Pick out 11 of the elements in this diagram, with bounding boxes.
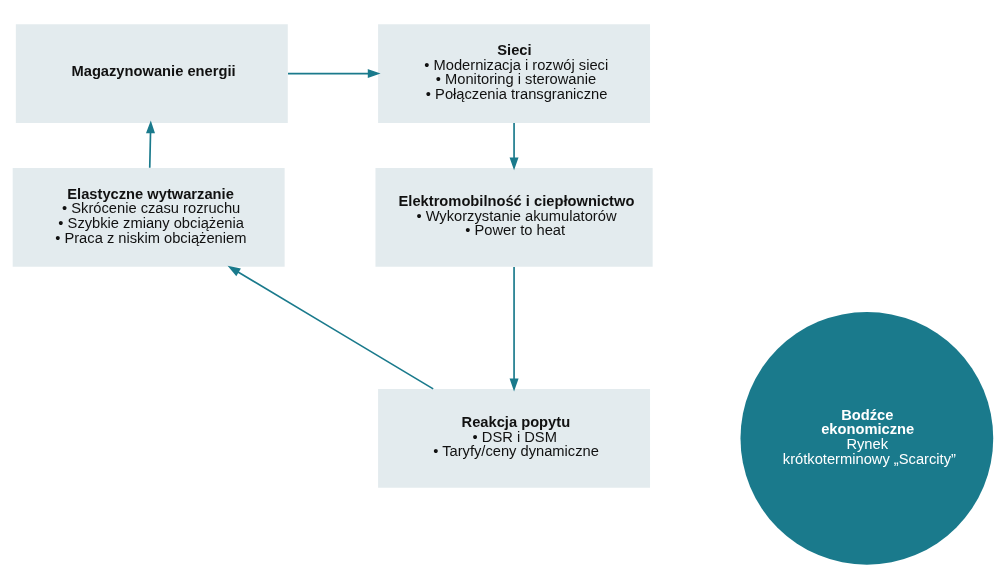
- arrow: [287, 68, 381, 78]
- arrow: [146, 119, 155, 169]
- arrow: [227, 265, 435, 390]
- node-box: Sieci • Modernizacja i rozwój sieci • Monitoring i sterowanie • Połączenia transgraniczne: [378, 23, 651, 123]
- node-box: Magazynowanie energii: [15, 23, 288, 123]
- node-box: Reakcja popytu • DSR i DSM • Taryfy/ceny dynamiczne: [378, 388, 651, 488]
- arrow: [509, 121, 519, 170]
- node-circle: Bodźce ekonomiczne Rynek krótkoterminowy „Scarcity”: [740, 311, 994, 565]
- node-box: Elastyczne wytwarzanie • Skrócenie czasu rozruchu • Szybkie zmiany obciążenia • Praca z niskim obciążeniem: [12, 167, 285, 267]
- arrow: [509, 265, 519, 391]
- node-box: Elektromobilność i ciepłownictwo • Wykorzystanie akumulatorów • Power to heat: [375, 167, 653, 267]
